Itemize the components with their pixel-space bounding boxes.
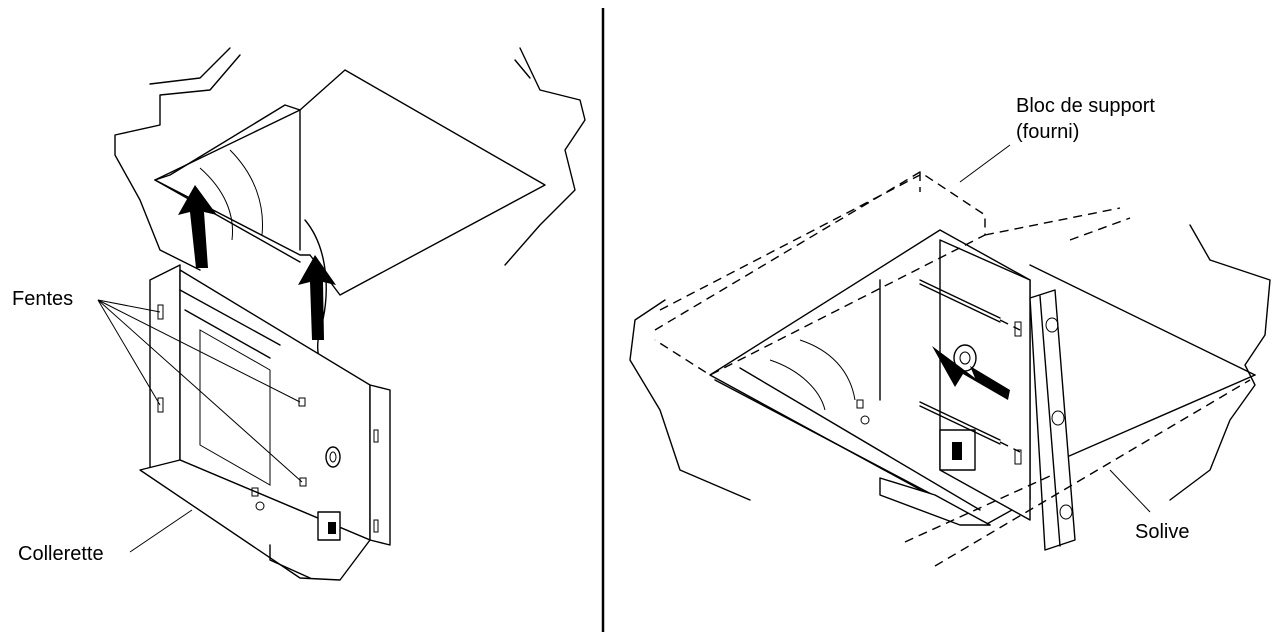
collar-plate: [139, 264, 391, 581]
label-solive: Solive: [1135, 521, 1189, 543]
ceiling-outline-right: [629, 224, 1271, 501]
label-bloc-fourni: (fourni): [1016, 121, 1079, 143]
fan-housing-right: [709, 229, 1256, 526]
up-arrow-icon: [178, 185, 336, 340]
support-block: [654, 171, 1251, 567]
fentes-leaders: [97, 299, 303, 483]
right-arrow-icon: [932, 346, 1010, 400]
solive-leader: [1109, 469, 1151, 513]
mounting-bar: [1029, 289, 1076, 551]
ceiling-outline-left: [114, 47, 586, 271]
right-panel: Bloc de support (fourni) Solive: [629, 95, 1271, 567]
bloc-leader: [959, 144, 1011, 183]
left-panel: Fentes Collerette: [12, 47, 586, 581]
collerette-leader: [129, 509, 193, 553]
label-collerette: Collerette: [18, 543, 104, 565]
label-fentes: Fentes: [12, 288, 73, 310]
label-bloc-support: Bloc de support: [1016, 95, 1155, 117]
